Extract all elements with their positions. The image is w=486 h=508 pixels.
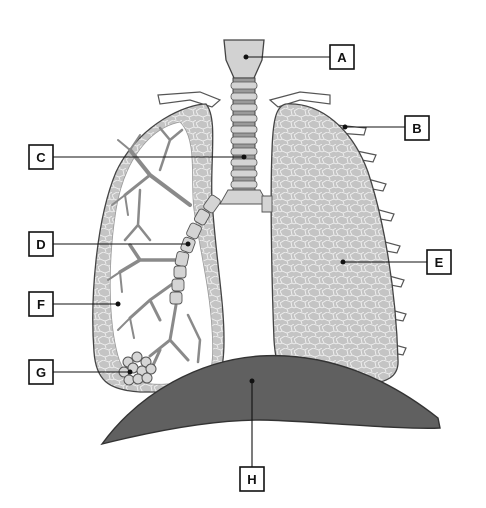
lung-right — [271, 104, 398, 384]
label-b: B — [405, 116, 429, 140]
trachea — [231, 78, 257, 192]
label-g-text: G — [36, 365, 46, 380]
label-h-text: H — [247, 472, 256, 487]
label-a-text: A — [337, 50, 347, 65]
label-e-text: E — [435, 255, 444, 270]
label-f-text: F — [37, 297, 45, 312]
label-a: A — [330, 45, 354, 69]
label-g: G — [29, 360, 53, 384]
label-b-text: B — [412, 121, 421, 136]
label-h: H — [240, 467, 264, 491]
label-f: F — [29, 292, 53, 316]
larynx — [224, 40, 264, 78]
label-c-text: C — [36, 150, 46, 165]
label-c: C — [29, 145, 53, 169]
label-d: D — [29, 232, 53, 256]
label-e: E — [427, 250, 451, 274]
label-d-text: D — [36, 237, 45, 252]
